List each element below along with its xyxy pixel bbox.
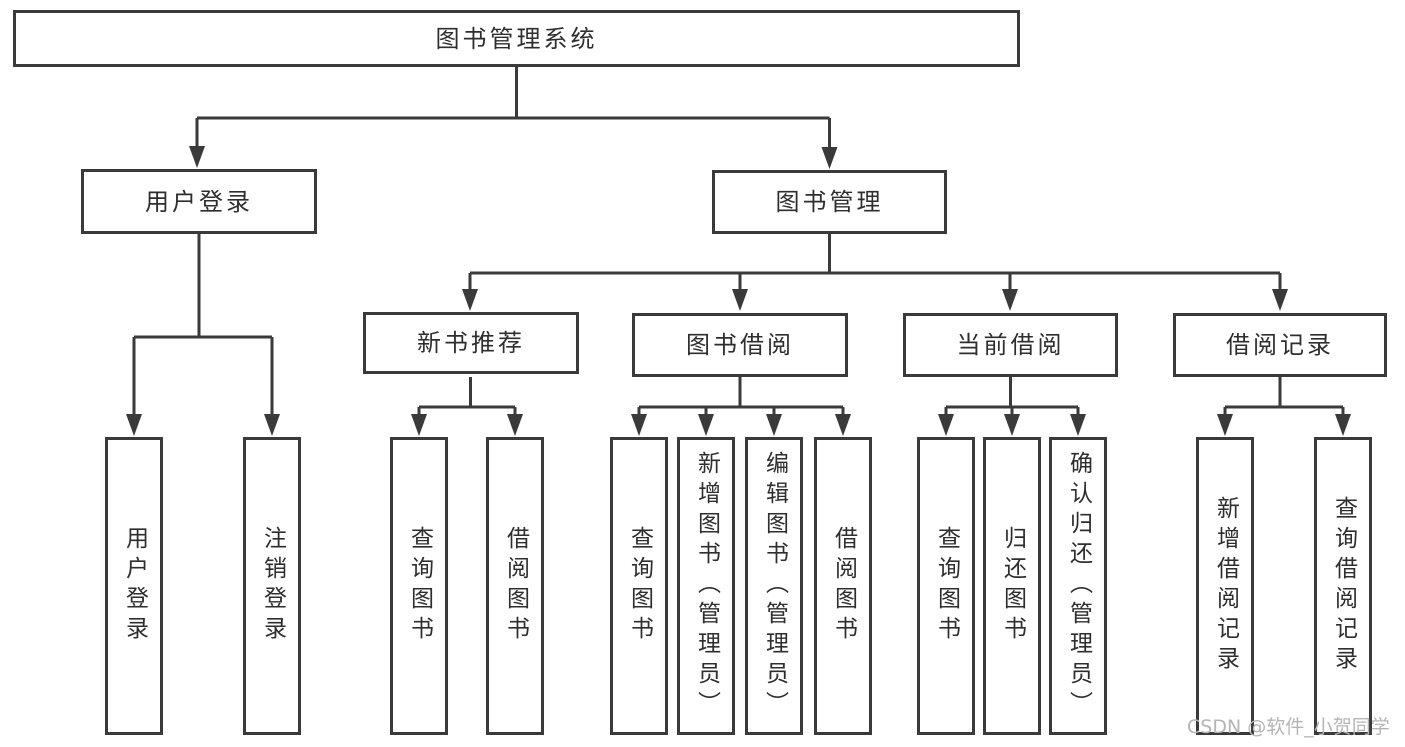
connector-user-login (126, 234, 280, 436)
leaf-user-login: 用户登录 (105, 437, 163, 735)
leaf-logout: 注销登录 (243, 437, 301, 735)
leaf-borrow-books-recommend: 借阅图书 (486, 437, 544, 735)
node-book-borrowing: 图书借阅 (632, 313, 848, 377)
leaf-add-books-admin: 新增图书（管理员） (677, 437, 735, 735)
leaf-query-books-borrowing: 查询图书 (610, 437, 668, 735)
leaf-borrow-books-borrowing: 借阅图书 (814, 437, 872, 735)
leaf-edit-books-admin: 编辑图书（管理员） (745, 437, 803, 735)
connector-book-management (462, 234, 1288, 311)
connector-root (189, 67, 838, 169)
leaf-add-borrow-record: 新增借阅记录 (1196, 437, 1254, 735)
connector-book-borrowing (631, 377, 851, 436)
leaf-confirm-return-admin: 确认归还（管理员） (1049, 437, 1107, 735)
node-root-system: 图书管理系统 (13, 10, 1020, 67)
node-new-book-recommendation: 新书推荐 (363, 312, 579, 374)
node-borrowing-records: 借阅记录 (1173, 313, 1387, 377)
connector-new-book-recommendation (411, 377, 523, 436)
node-user-login: 用户登录 (81, 169, 317, 234)
leaf-return-books: 归还图书 (983, 437, 1041, 735)
node-book-management: 图书管理 (712, 170, 947, 234)
leaf-query-borrow-record: 查询借阅记录 (1314, 437, 1372, 735)
connector-current-borrowing (938, 377, 1086, 436)
node-current-borrowing: 当前借阅 (903, 313, 1118, 377)
leaf-query-books-current: 查询图书 (917, 437, 975, 735)
csdn-watermark: CSDN @软件_小贺同学 (1187, 716, 1390, 738)
connector-borrowing-records (1217, 377, 1351, 436)
leaf-query-books-recommend: 查询图书 (390, 437, 448, 735)
